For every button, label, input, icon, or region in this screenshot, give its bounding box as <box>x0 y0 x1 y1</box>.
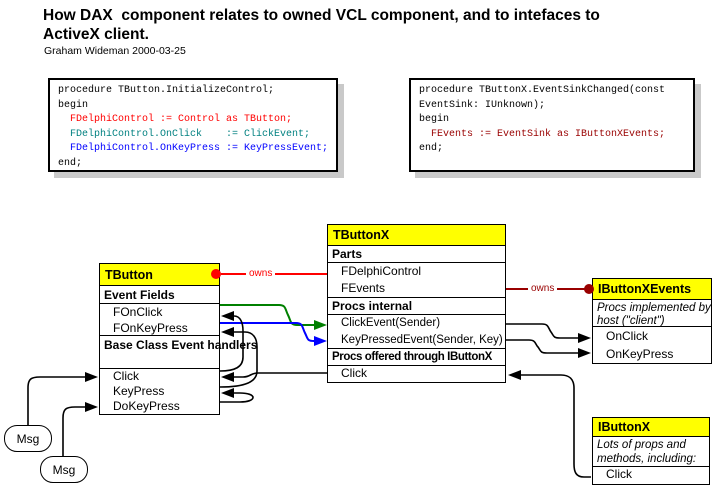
conn-msg-dokeypress <box>62 402 98 457</box>
tbuttonx-box: TButtonX Parts FDelphiControl FEvents Pr… <box>327 224 506 383</box>
author-date-subtitle: Graham Wideman 2000-03-25 <box>44 45 186 57</box>
tbutton-row-fonkeypress: FOnKeyPress <box>113 321 188 335</box>
tbutton-handlers-cell: Click KeyPress DoKeyPress <box>100 369 219 413</box>
page-title-line-2: ActiveX client. <box>43 26 149 43</box>
tbuttonx-row-fevents: FEvents <box>341 281 386 295</box>
tbutton-row-click: Click <box>113 369 139 383</box>
arrowhead <box>314 336 327 346</box>
arrowhead <box>221 327 234 337</box>
ibuttonx-methods-cell: Click <box>593 467 709 482</box>
ibuttonx-box: IButtonX Lots of props and methods, incl… <box>592 417 710 485</box>
page-title-line-1: How DAX component relates to owned VCL c… <box>43 7 600 24</box>
conn-dokeypress-keypress <box>220 388 254 403</box>
ibuttonxevents-description: Procs implemented by host ("client") <box>593 300 711 327</box>
arrowhead <box>578 333 591 343</box>
code-line: EventSink: IUnknown); <box>419 99 546 111</box>
arrowhead <box>85 372 98 382</box>
tbuttonx-row-fdelphicontrol: FDelphiControl <box>341 263 422 278</box>
tbutton-row-dokeypress: DoKeyPress <box>113 399 180 413</box>
arrowhead <box>221 372 234 382</box>
code-line: FDelphiControl.OnKeyPress := KeyPressEve… <box>58 143 329 154</box>
ibuttonx-row-click: Click <box>606 466 632 481</box>
tbuttonx-row-click: Click <box>341 365 367 380</box>
code-line: begin <box>419 114 450 125</box>
code-line: end; <box>419 143 444 154</box>
ibuttonxevents-row-onclick: OnClick <box>606 328 649 343</box>
tbuttonx-procs-internal-cell: ClickEvent(Sender) KeyPressedEvent(Sende… <box>328 315 505 349</box>
tbuttonx-parts-cell: FDelphiControl FEvents <box>328 263 505 298</box>
ibuttonxevents-methods-cell: OnClick OnKeyPress <box>593 327 711 363</box>
tbutton-row-keypress: KeyPress <box>113 384 165 398</box>
tbuttonx-header: TButtonX <box>328 225 505 246</box>
ibuttonx-header: IButtonX <box>593 418 709 437</box>
msg-bubble-dokeypress: Msg <box>40 456 88 483</box>
owns-label-right: owns <box>528 283 558 294</box>
conn-clickevent-onclick <box>506 323 591 343</box>
code-line: FDelphiControl.OnClick := ClickEvent; <box>58 128 311 140</box>
ibuttonxevents-row-onkeypress: OnKeyPress <box>606 346 674 361</box>
code-line: end; <box>58 157 83 169</box>
tbuttonx-section-procs-offered: Procs offered through IButtonX <box>328 349 505 366</box>
code-line: FDelphiControl := Control as TButton; <box>58 114 293 125</box>
msg-bubble-click: Msg <box>4 425 52 452</box>
conn-ibuttonxclick-tbuttonxclick <box>508 370 591 478</box>
arrowhead <box>578 348 591 358</box>
code-line: begin <box>58 99 89 111</box>
conn-keypress-fonkeypress <box>219 327 258 388</box>
ibuttonx-description: Lots of props and methods, including: <box>593 437 709 467</box>
arrowhead <box>314 320 327 330</box>
tbuttonx-section-parts: Parts <box>328 246 505 263</box>
conn-keypressedevent-onkeypress <box>506 339 591 358</box>
conn-fonclick-clickevent <box>220 304 327 330</box>
conn-tbuttonxclick-tbuttonclick <box>221 372 328 382</box>
ibuttonxevents-box: IButtonXEvents Procs implemented by host… <box>592 278 712 364</box>
tbuttonx-procs-offered-cell: Click <box>328 366 505 381</box>
ibuttonxevents-header: IButtonXEvents <box>593 279 711 300</box>
tbutton-header: TButton <box>100 264 219 286</box>
arrowhead <box>221 311 234 321</box>
tbutton-row-fonclick: FOnClick <box>113 305 163 319</box>
code-box-eventsinkchanged: procedure TButtonX.EventSinkChanged(cons… <box>409 78 695 172</box>
code-line: FEvents := EventSink as IButtonXEvents; <box>419 128 666 140</box>
tbutton-box: TButton Event Fields FOnClick FOnKeyPres… <box>99 263 257 415</box>
tbutton-event-fields-cell: FOnClick FOnKeyPress <box>100 304 219 336</box>
arrowhead <box>508 370 521 380</box>
tbutton-section-base-handlers: Base Class Event handlers <box>100 336 257 369</box>
page-title: How DAX component relates to owned VCL c… <box>43 6 703 44</box>
tbuttonx-row-clickevent: ClickEvent(Sender) <box>341 316 441 329</box>
arrowhead <box>221 388 234 398</box>
owns-label-left: owns <box>246 268 276 279</box>
tbuttonx-section-procs-internal: Procs internal <box>328 298 505 315</box>
tbutton-section-event-fields: Event Fields <box>100 286 219 304</box>
code-box-initializecontrol: procedure TButton.InitializeControl; beg… <box>48 78 338 172</box>
code-line: procedure TButtonX.EventSinkChanged(cons… <box>419 85 666 96</box>
code-line: procedure TButton.InitializeControl; <box>58 85 275 96</box>
conn-msg-click <box>27 372 98 426</box>
tbuttonx-row-keypressedevent: KeyPressedEvent(Sender, Key) <box>341 333 503 346</box>
arrowhead <box>85 402 98 412</box>
